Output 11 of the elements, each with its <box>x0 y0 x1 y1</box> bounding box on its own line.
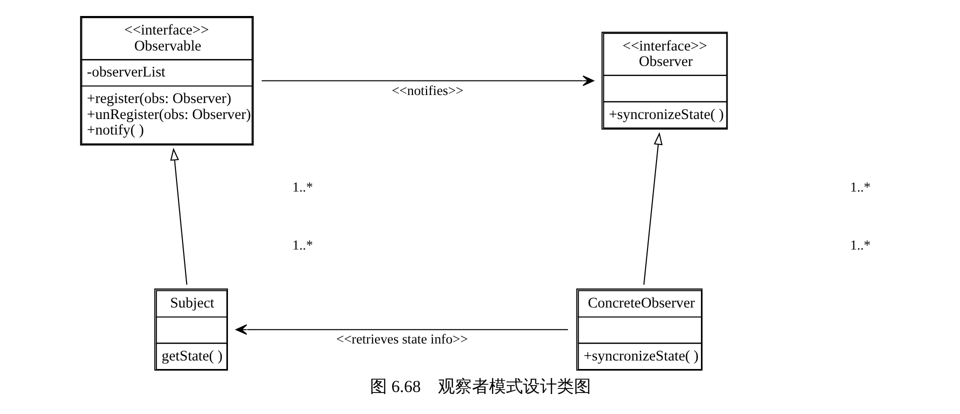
label: 1..* <box>850 180 870 195</box>
label: 1..* <box>850 238 870 253</box>
label: 1..* <box>292 180 312 195</box>
label: 1..* <box>292 238 312 253</box>
caption: 图 6.68 观察者模式设计类图 <box>370 376 590 396</box>
arrow <box>170 148 187 285</box>
edge-label: <<notifies>> <box>391 82 464 98</box>
edge-label: <<retrieves state info>> <box>336 332 468 347</box>
arrow <box>642 132 662 285</box>
arrow <box>261 75 594 86</box>
arrow <box>235 324 568 335</box>
